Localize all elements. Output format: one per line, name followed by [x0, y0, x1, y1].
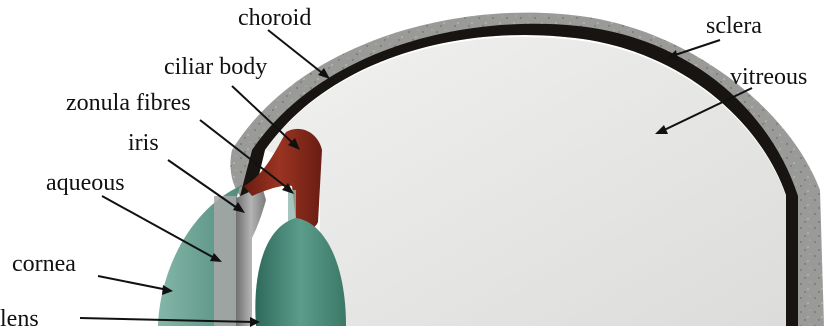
label-cornea: cornea: [12, 251, 76, 277]
label-iris: iris: [128, 130, 159, 156]
label-ciliar-body: ciliar body: [164, 54, 267, 80]
label-lens: lens: [0, 306, 39, 332]
label-vitreous: vitreous: [730, 64, 807, 90]
label-choroid: choroid: [238, 5, 311, 31]
leader-iris: [168, 160, 240, 210]
label-sclera: sclera: [706, 13, 762, 39]
zonula-fibres-shape: [288, 190, 296, 222]
leader-choroid: [268, 30, 326, 76]
label-zonula-fibres: zonula fibres: [66, 90, 191, 116]
label-aqueous: aqueous: [46, 170, 125, 196]
leader-cornea: [98, 276, 168, 290]
